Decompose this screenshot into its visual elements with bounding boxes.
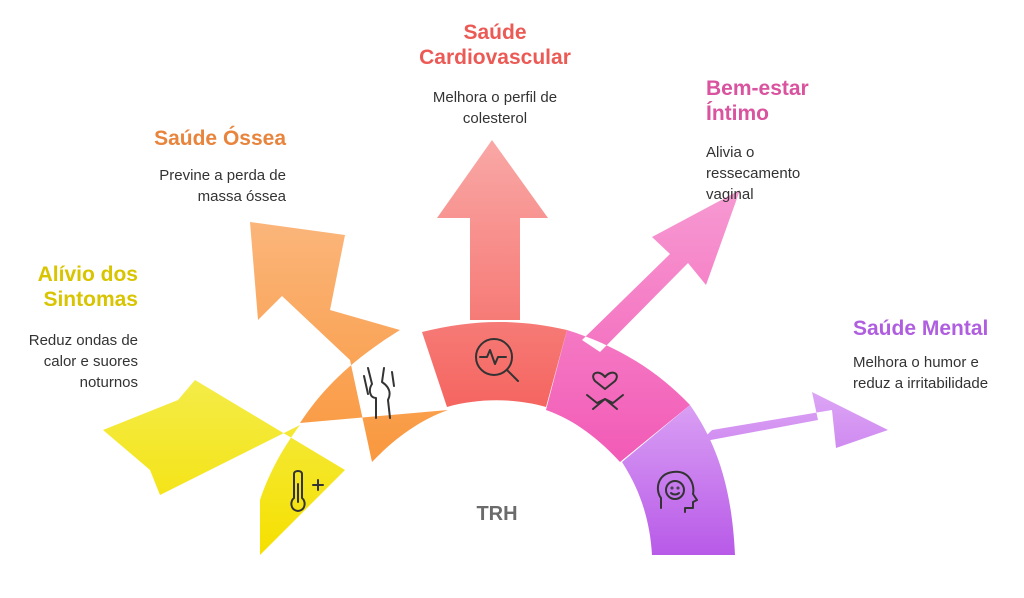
head-smile-icon bbox=[656, 470, 698, 513]
desc-cardio: Melhora o perfil de colesterol bbox=[432, 89, 558, 127]
title-mental: Saúde Mental bbox=[853, 317, 989, 340]
title-sintomas: Alívio dos Sintomas bbox=[37, 263, 138, 311]
center-label-trh: TRH bbox=[476, 503, 518, 525]
thermometer-plus-icon bbox=[290, 470, 324, 512]
title-ossea: Saúde Óssea bbox=[154, 127, 286, 150]
arrow-sintomas bbox=[103, 380, 345, 555]
knee-joint-icon bbox=[363, 367, 395, 419]
title-cardio: Saúde Cardiovascular bbox=[419, 21, 571, 69]
arrow-ossea bbox=[250, 222, 448, 462]
center-arc bbox=[345, 405, 650, 560]
arrow-mental bbox=[622, 392, 888, 555]
desc-sintomas: Reduz ondas de calor e suores noturnos bbox=[28, 332, 138, 391]
arrow-cardio bbox=[422, 140, 567, 407]
arrow-intimo bbox=[546, 190, 740, 462]
heart-search-icon bbox=[475, 338, 519, 382]
desc-intimo: Alivia o ressecamento vaginal bbox=[706, 144, 801, 203]
desc-ossea: Previne a perda de massa óssea bbox=[159, 167, 286, 205]
desc-mental: Melhora o humor e reduz a irritabilidade bbox=[853, 354, 989, 392]
title-intimo: Bem-estar Íntimo bbox=[706, 77, 809, 125]
hands-heart-icon bbox=[586, 371, 624, 410]
